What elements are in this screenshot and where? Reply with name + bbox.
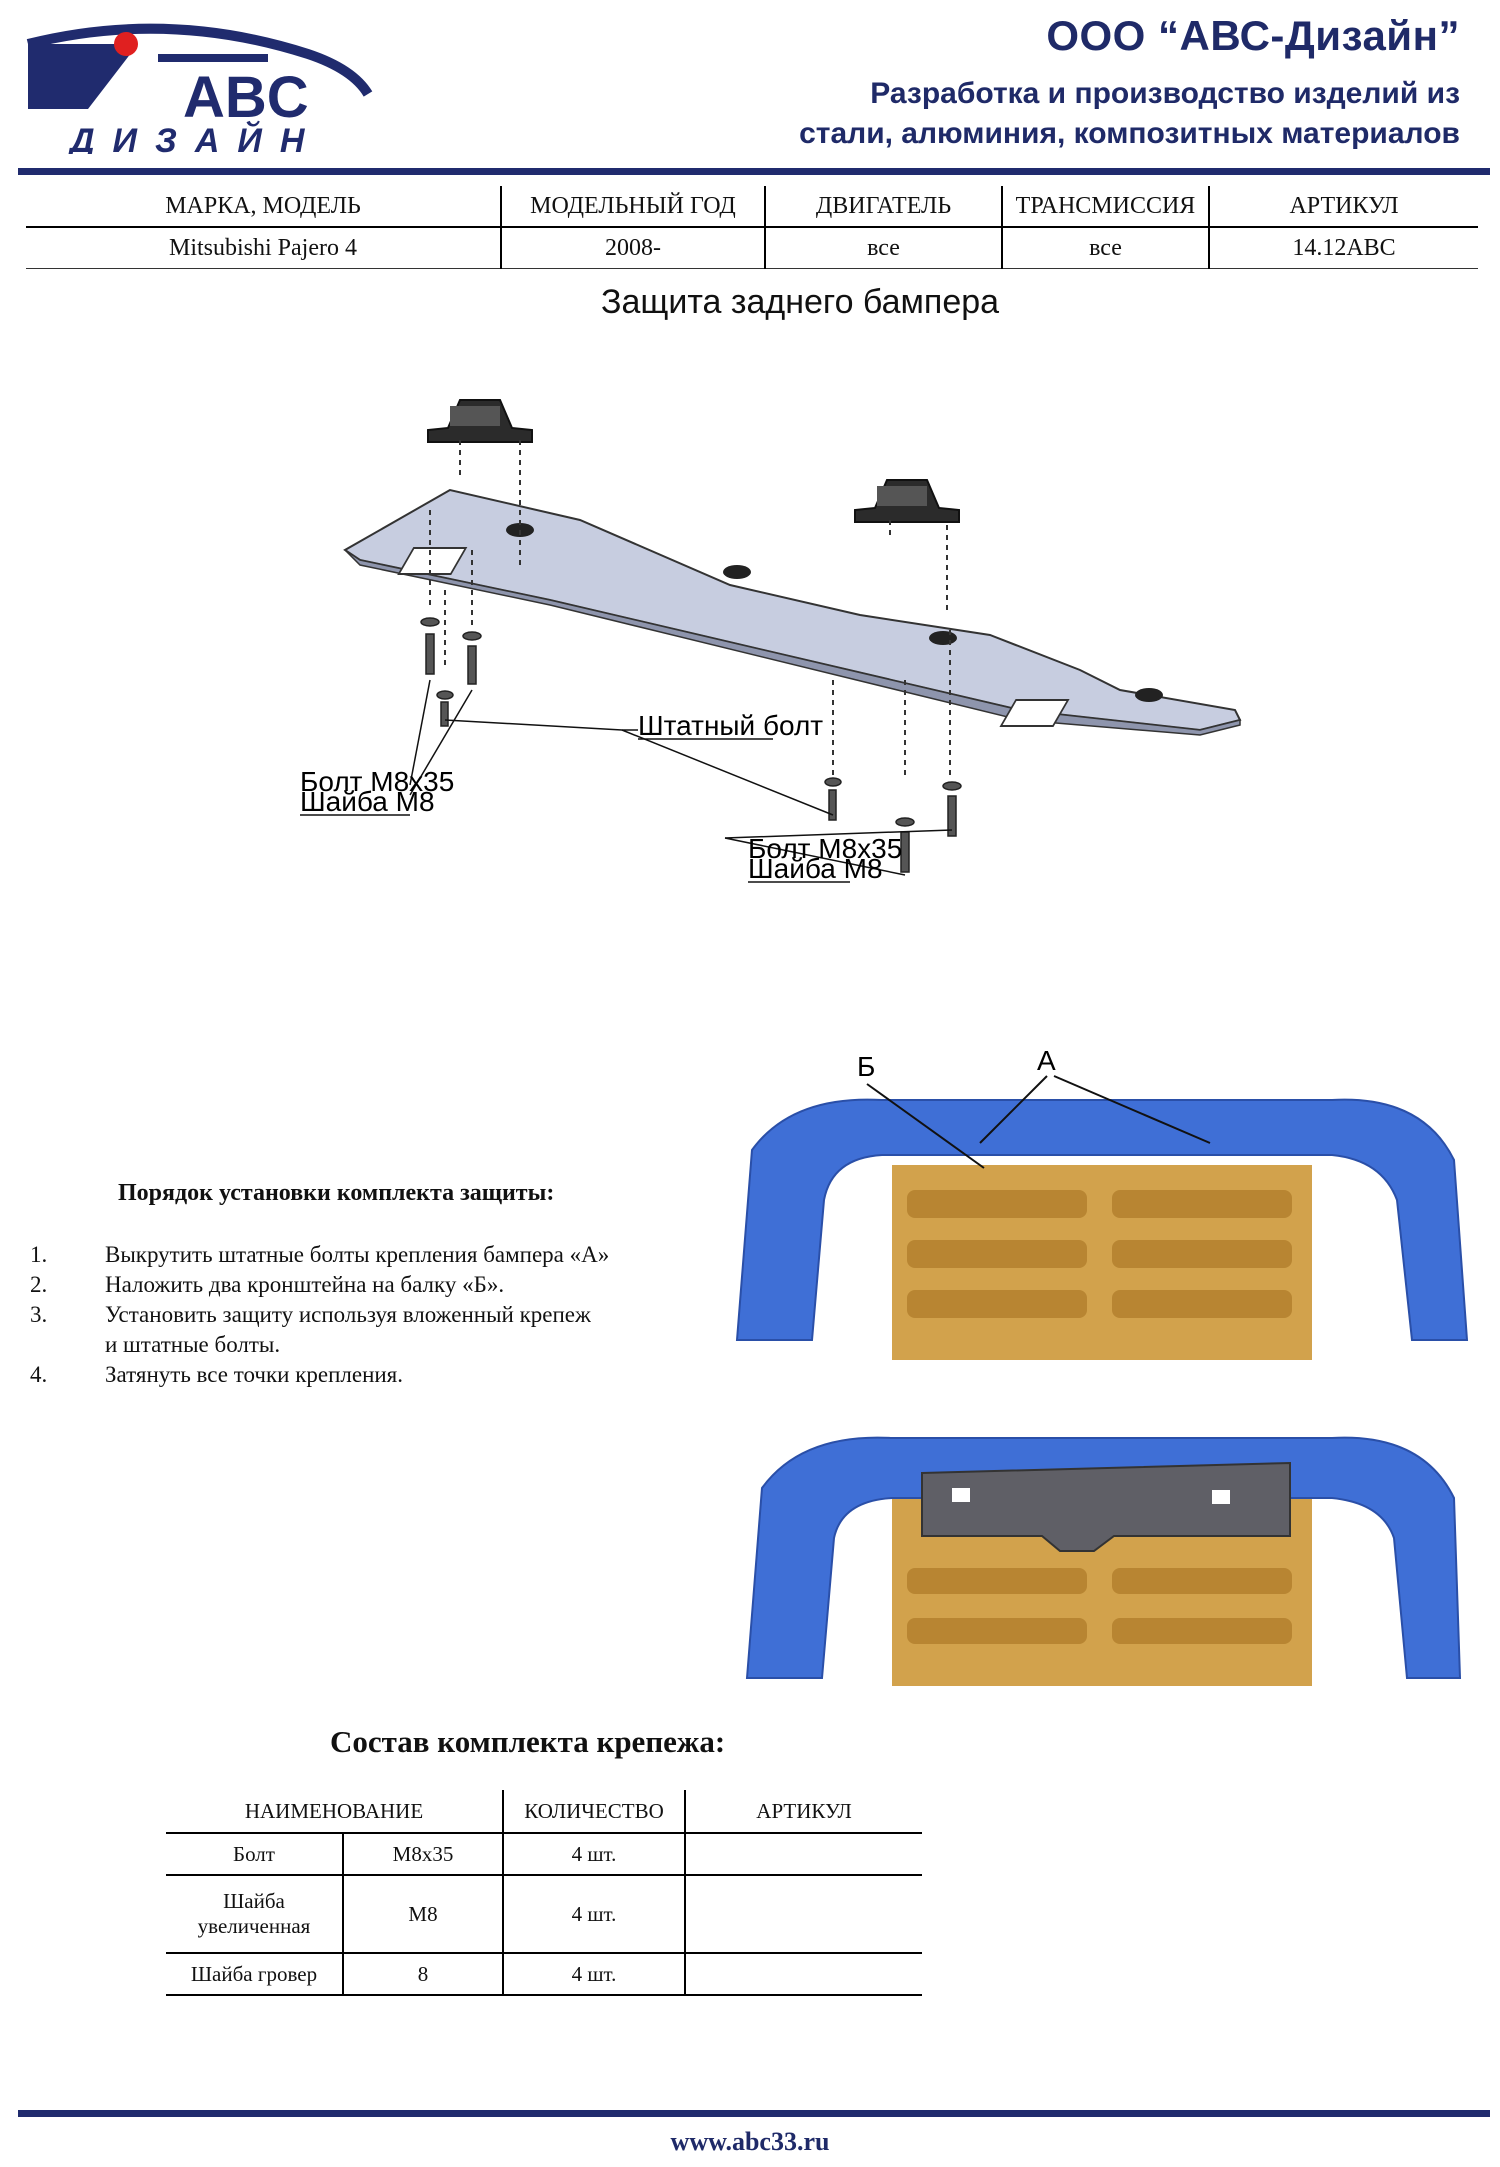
step-text-line-2: и штатные болты.	[105, 1332, 281, 1357]
label-standard-bolt: Штатный болт	[638, 710, 823, 741]
step-number: 3.	[30, 1302, 48, 1327]
step-text: Затянуть все точки крепления.	[105, 1362, 404, 1387]
cell-article	[684, 1875, 922, 1954]
header-divider	[18, 168, 1490, 175]
website-link[interactable]: www.abc33.ru	[670, 2127, 830, 2156]
list-item: 3. Установить защиту используя вложенный…	[30, 1300, 690, 1360]
logo-text: ABC	[183, 65, 309, 130]
step-text: Выкрутить штатные болты крепления бампер…	[105, 1242, 610, 1267]
label-bolt-left: Болт М8х35	[300, 766, 454, 797]
kit-title: Состав комплекта крепежа:	[330, 1724, 726, 1759]
cell-spec: М8х35	[342, 1833, 503, 1876]
cell-transmission: все	[1001, 227, 1209, 269]
header-article: АРТИКУЛ	[1208, 186, 1478, 228]
footer-divider	[18, 2110, 1490, 2117]
tagline-line-1: Разработка и производство изделий из	[870, 77, 1460, 110]
label-a: А	[1037, 1045, 1056, 1076]
cell-name: Болт	[166, 1833, 343, 1876]
step-number: 1.	[30, 1242, 48, 1267]
vehicle-info-table: МАРКА, МОДЕЛЬ МОДЕЛЬНЫЙ ГОД ДВИГАТЕЛЬ ТР…	[26, 186, 1478, 269]
tagline-line-2: стали, алюминия, композитных материалов	[799, 117, 1460, 150]
table-row: Шайба увеличенная М8 4 шт.	[166, 1875, 922, 1954]
list-item: 2. Наложить два кронштейна на балку «Б».	[30, 1270, 690, 1300]
company-logo: ABC ДИЗАЙН	[26, 23, 373, 154]
header-make-model: МАРКА, МОДЕЛЬ	[26, 186, 501, 228]
company-name: ООО “АВС-Дизайн”	[1046, 12, 1460, 59]
procedure-title: Порядок установки комплекта защиты:	[118, 1180, 555, 1206]
fasteners	[420, 617, 962, 873]
company-tagline: Разработка и производство изделий из ста…	[799, 74, 1460, 154]
underbody-detail	[907, 1190, 1292, 1318]
header-model-year: МОДЕЛЬНЫЙ ГОД	[500, 186, 765, 228]
photo-leader-lines	[866, 1075, 1211, 1169]
photo-before-installation: Б А	[735, 1045, 1469, 1360]
header-name: НАИМЕНОВАНИЕ	[166, 1790, 503, 1834]
cell-name-line-2: увеличенная	[197, 1914, 311, 1938]
header-transmission: ТРАНСМИССИЯ	[1001, 186, 1209, 228]
step-text: Установить защиту используя вложенный кр…	[105, 1300, 690, 1360]
label-b: Б	[857, 1051, 875, 1082]
table-row: Mitsubishi Pajero 4 2008- все все 14.12А…	[26, 227, 1478, 269]
cell-engine: все	[764, 227, 1002, 269]
procedure-steps: 1. Выкрутить штатные болты крепления бам…	[30, 1240, 690, 1390]
header-engine: ДВИГАТЕЛЬ	[764, 186, 1002, 228]
table-row: Болт М8х35 4 шт.	[166, 1833, 922, 1876]
cell-article: 14.12АВС	[1208, 227, 1478, 269]
step-number: 4.	[30, 1362, 48, 1387]
step-text: Наложить два кронштейна на балку «Б».	[105, 1272, 505, 1297]
bracket-left-icon	[427, 399, 533, 443]
cell-article	[684, 1833, 922, 1876]
cell-name: Шайба гровер	[166, 1953, 343, 1996]
photo-after-installation	[745, 1436, 1462, 1686]
leader-lines	[409, 679, 953, 876]
table-row: Шайба гровер 8 4 шт.	[166, 1953, 922, 1996]
label-bolt-right: Болт М8х35	[748, 833, 902, 864]
list-item: 1. Выкрутить штатные болты крепления бам…	[30, 1240, 690, 1270]
step-text-line-1: Установить защиту используя вложенный кр…	[105, 1302, 591, 1327]
underbody-detail	[907, 1568, 1292, 1644]
cell-qty: 4 шт.	[502, 1953, 685, 1996]
cell-name-line-1: Шайба	[223, 1889, 285, 1913]
cell-name: Шайба увеличенная	[166, 1875, 343, 1954]
bracket-right-icon	[854, 479, 960, 523]
cell-qty: 4 шт.	[502, 1833, 685, 1876]
list-item: 4. Затянуть все точки крепления.	[30, 1360, 690, 1390]
cell-model-year: 2008-	[500, 227, 765, 269]
header-quantity: КОЛИЧЕСТВО	[502, 1790, 685, 1834]
step-number: 2.	[30, 1272, 48, 1297]
page-title: Защита заднего бампера	[600, 283, 1000, 321]
rear-bumper	[735, 1098, 1469, 1341]
skid-plate-illustration	[343, 488, 1242, 736]
cell-make-model: Mitsubishi Pajero 4	[26, 227, 501, 269]
cell-article	[684, 1953, 922, 1996]
logo-car-outline-icon	[26, 23, 373, 109]
label-washer-left: Шайба М8	[300, 786, 435, 817]
label-washer-right: Шайба М8	[748, 853, 883, 884]
installation-diagram: Штатный болт Болт М8х35 Шайба М8 Болт М8…	[300, 399, 1242, 884]
cell-spec: М8	[342, 1875, 503, 1954]
header-article: АРТИКУЛ	[684, 1790, 922, 1834]
cell-spec: 8	[342, 1953, 503, 1996]
assembly-guide-lines	[429, 440, 951, 780]
logo-subtext: ДИЗАЙН	[67, 121, 322, 154]
installed-skid-plate	[921, 1461, 1291, 1552]
cell-qty: 4 шт.	[502, 1875, 685, 1954]
fastener-kit-table: НАИМЕНОВАНИЕ КОЛИЧЕСТВО АРТИКУЛ Болт М8х…	[166, 1790, 922, 1996]
